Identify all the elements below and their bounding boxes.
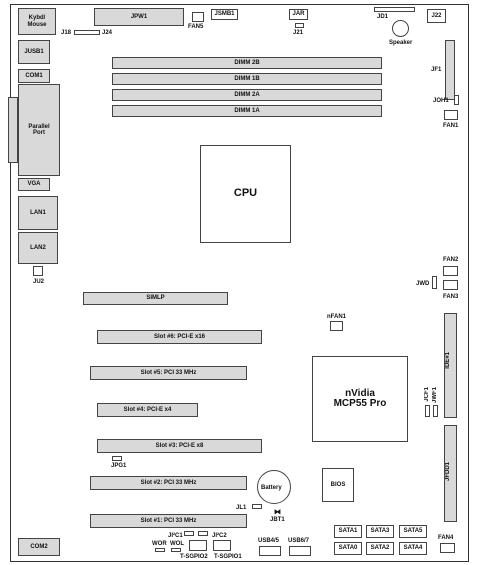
simlp-slot: SIMLP <box>83 292 228 305</box>
wol-label: WOL <box>170 541 184 547</box>
jfdd1-label: JFDD1 <box>445 462 451 482</box>
joh1-label: JOH1 <box>433 98 449 104</box>
battery-icon <box>257 470 291 504</box>
jl1-label: JL1 <box>236 505 247 511</box>
slot-4-pcie-x4: Slot #4: PCI-E x4 <box>97 403 198 417</box>
tsgpio1-header <box>213 540 231 551</box>
com2-connector: COM2 <box>18 538 60 556</box>
slot-3-pcie-x8: Slot #3: PCI-E x8 <box>97 439 262 453</box>
dimm-1a-slot: DIMM 1A <box>112 105 382 117</box>
joh1-header <box>454 95 459 105</box>
speaker-label: Speaker <box>389 40 413 46</box>
jbt1-label: JBT1 <box>270 517 285 523</box>
nvidia-mcp55-chipset: nVidia MCP55 Pro <box>312 356 408 442</box>
lan2-connector: LAN2 <box>18 232 58 264</box>
sata3-port: SATA3 <box>366 525 394 538</box>
ide1-label: IDE#1 <box>445 352 451 369</box>
wor-header <box>155 548 165 552</box>
fan3-header <box>443 280 458 290</box>
jcf1-jumper <box>425 405 430 417</box>
jusb1-connector: JUSB1 <box>18 40 50 64</box>
jcf1-label: JCF1 <box>424 387 430 402</box>
sata1-port: SATA1 <box>334 525 362 538</box>
wor-label: WOR <box>152 541 167 547</box>
jwd-jumper <box>432 276 437 289</box>
dimm-2a-slot: DIMM 2A <box>112 89 382 101</box>
parallel-port: Parallel Port <box>18 84 60 176</box>
ju2-label: JU2 <box>33 279 45 285</box>
fan1-header <box>444 110 458 120</box>
fan4-label: FAN4 <box>438 535 454 541</box>
j18-label: J18 <box>61 30 72 36</box>
ide1-connector <box>444 313 457 418</box>
usb45-label: USB4/5 <box>258 538 280 544</box>
slot-5-pci: Slot #5: PCI 33 MHz <box>90 366 247 380</box>
j18-j24-header <box>74 30 100 35</box>
j24-label: J24 <box>102 30 113 36</box>
slot-6-pcie-x16: Slot #6: PCI-E x16 <box>97 330 262 344</box>
jpw1-connector: JPW1 <box>94 8 184 26</box>
dimm-1b-slot: DIMM 1B <box>112 73 382 85</box>
tsgpio2-label: T-SGPIO2 <box>180 554 208 560</box>
j22-header: J22 <box>427 9 446 23</box>
cpu-socket: CPU <box>200 145 291 243</box>
wol-header <box>171 548 181 552</box>
nfan1-header <box>330 321 343 331</box>
jf1-label: JF1 <box>431 67 442 73</box>
lan1-connector: LAN1 <box>18 196 58 230</box>
sata2-port: SATA2 <box>366 542 394 555</box>
fan1-label: FAN1 <box>443 123 459 129</box>
bios-chip: BIOS <box>322 468 354 502</box>
ju2-jumper <box>33 266 43 276</box>
jsmb1-header: JSMB1 <box>211 9 238 20</box>
dimm-2b-slot: DIMM 2B <box>112 57 382 69</box>
nfan1-text: nFAN1 <box>327 314 347 320</box>
jwf1-label: JWF1 <box>432 387 438 404</box>
fan5-header <box>192 12 204 22</box>
ji2c1-header <box>184 531 194 536</box>
usb67-label: USB6/7 <box>288 538 310 544</box>
jwd-label: JWD <box>416 281 430 287</box>
fan3-label: FAN3 <box>443 294 459 300</box>
j21-jumper <box>295 23 304 28</box>
ji2c2-label: JI²C2 <box>212 533 227 539</box>
jd1-label: JD1 <box>377 14 389 20</box>
com1-connector: COM1 <box>18 69 50 83</box>
battery-label: Battery <box>261 485 282 491</box>
sata0-port: SATA0 <box>334 542 362 555</box>
jl1-jumper <box>252 504 262 509</box>
jbt1-icon: ⧓ <box>274 509 281 516</box>
slot-2-pci: Slot #2: PCI 33 MHz <box>90 476 247 490</box>
jpg1-label: JPG1 <box>111 463 127 469</box>
j21-label: J21 <box>293 30 304 36</box>
ji2c2-header <box>198 531 208 536</box>
sata4-port: SATA4 <box>399 542 427 555</box>
fan2-header <box>443 266 458 276</box>
jfdd1-connector <box>444 425 457 522</box>
parallel-port-shell <box>8 97 18 163</box>
jar-header: JAR <box>289 9 308 20</box>
sata5-port: SATA5 <box>399 525 427 538</box>
jf1-header <box>445 40 455 100</box>
jpg1-jumper <box>112 456 122 461</box>
speaker-icon <box>392 20 409 37</box>
slot-1-pci: Slot #1: PCI 33 MHz <box>90 514 247 528</box>
vga-connector: VGA <box>18 178 50 191</box>
fan2-label: FAN2 <box>443 257 459 263</box>
ji2c1-label: JI²C1 <box>168 533 183 539</box>
usb67-header <box>289 546 311 556</box>
usb45-header <box>259 546 281 556</box>
kybd-mouse-connector: Kybd/ Mouse <box>18 8 56 35</box>
tsgpio1-label: T-SGPIO1 <box>214 554 242 560</box>
fan5-label: FAN5 <box>188 24 204 30</box>
jwf1-jumper <box>433 405 438 417</box>
tsgpio2-header <box>189 540 207 551</box>
fan4-header <box>440 543 455 553</box>
jd1-header <box>374 7 415 12</box>
